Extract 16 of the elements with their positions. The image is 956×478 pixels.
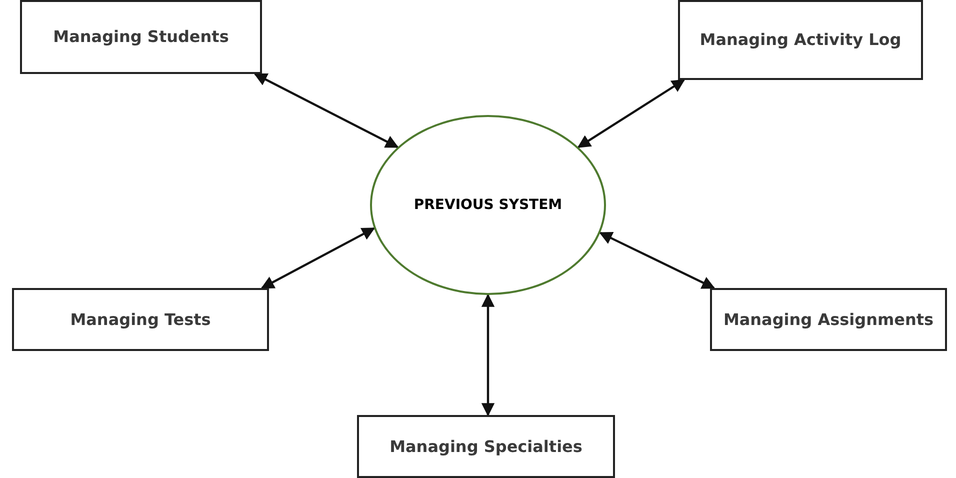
node-label: Managing Activity Log [698, 30, 902, 50]
node-label: Managing Students [52, 27, 230, 47]
process-box [357, 415, 615, 478]
node-label: Managing Tests [69, 310, 212, 330]
process-box [710, 288, 947, 351]
double-arrow [577, 79, 686, 148]
node-label: PREVIOUS SYSTEM [414, 197, 562, 213]
double-arrow [481, 294, 495, 416]
process-box [678, 0, 923, 80]
process-box [20, 0, 262, 74]
double-arrow [254, 73, 399, 148]
process-box [12, 288, 269, 351]
node-label: Managing Assignments [722, 310, 935, 330]
double-arrow [260, 227, 376, 289]
double-arrow [599, 232, 716, 289]
node-label: Managing Specialties [388, 436, 584, 456]
